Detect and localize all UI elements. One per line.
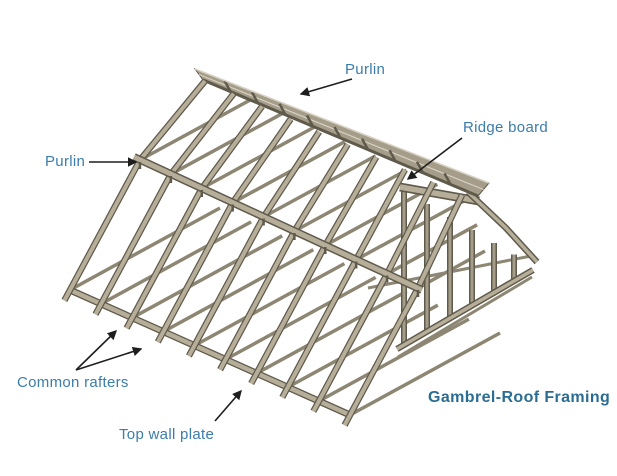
lower-sill bbox=[397, 275, 533, 359]
purlin-left-label: Purlin bbox=[45, 153, 86, 170]
callout-arrows bbox=[75, 78, 463, 422]
top-wall-plate-beam bbox=[68, 286, 352, 419]
gable-end-wall bbox=[395, 182, 540, 359]
ridge-band bbox=[193, 67, 490, 198]
common-rafters-label: Common rafters bbox=[17, 374, 129, 391]
purlin-beam bbox=[132, 153, 424, 297]
common-rafters-arrow-1 bbox=[75, 329, 118, 371]
ridge-board bbox=[202, 78, 479, 198]
purlin-top-label: Purlin bbox=[345, 61, 386, 78]
diagram-title: Gambrel-Roof Framing bbox=[428, 389, 611, 406]
top-wall-plate-label: Top wall plate bbox=[119, 426, 215, 443]
ridge-board-arrow bbox=[406, 137, 463, 180]
top-wall-plate-arrow bbox=[214, 389, 242, 422]
purlin-top-arrow bbox=[299, 78, 353, 97]
ridge-board-label: Ridge board bbox=[463, 119, 549, 136]
common-rafters-arrow-2 bbox=[75, 346, 143, 371]
